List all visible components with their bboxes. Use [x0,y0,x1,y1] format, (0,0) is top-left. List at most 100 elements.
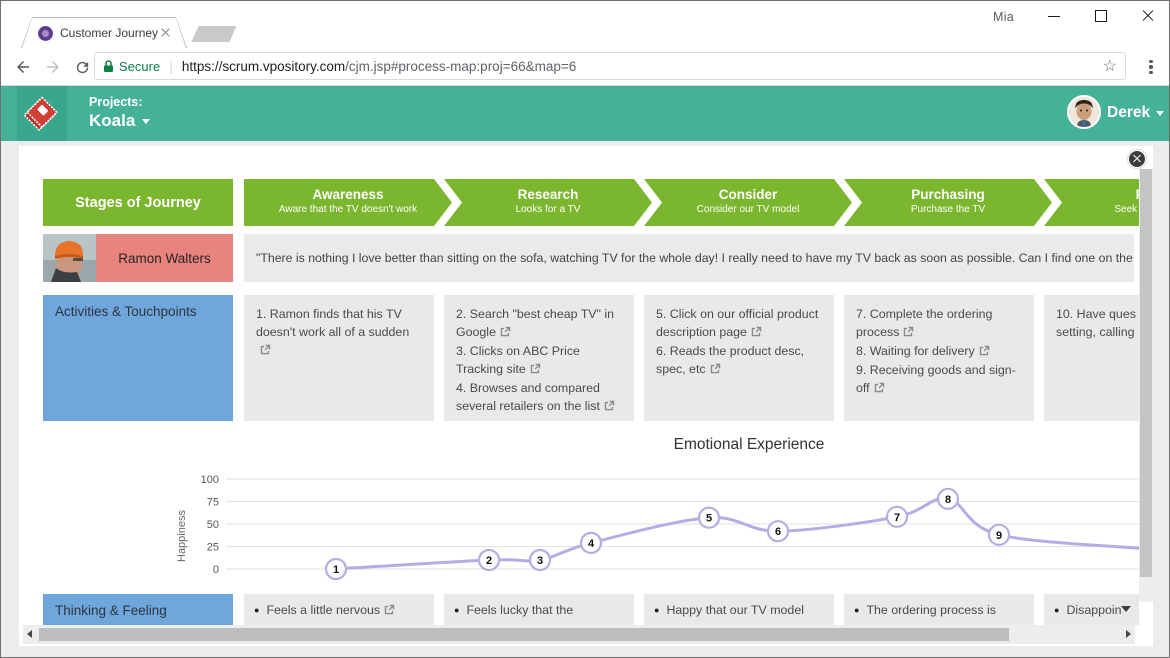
vp-logo[interactable] [17,86,67,141]
jump-to-link-icon[interactable] [384,604,395,618]
activity-item: 3. Clicks on ABC Price Tracking site [456,342,622,379]
svg-text:25: 25 [207,542,219,554]
stage-chevron-5[interactable]: PosSeek help for p [1044,179,1153,226]
user-avatar[interactable] [1067,95,1101,129]
jump-to-link-icon[interactable] [903,324,914,342]
svg-text:1: 1 [333,564,339,576]
activity-item: 1. Ramon finds that his TV doesn't work … [256,305,422,360]
chart-point-1[interactable]: 1 [324,557,348,581]
activity-item: 4. Browses and compared several retailer… [456,379,622,416]
window-minimize-button[interactable] [1034,1,1074,31]
svg-text:0: 0 [213,564,219,576]
svg-text:9: 9 [996,530,1002,542]
forward-arrow-icon [47,61,59,73]
chart-point-6[interactable]: 6 [766,520,790,543]
browser-titlebar: Customer Journey Mappi Mia [1,1,1169,48]
thinking-text: Disappoin [1066,603,1122,617]
chart-point-2[interactable]: 2 [477,548,501,572]
vp-logo-icon [23,95,58,131]
horizontal-scrollbar-thumb[interactable] [39,628,1009,641]
bookmark-star-icon[interactable]: ☆ [1102,58,1117,75]
chevron-down-icon [142,118,151,124]
svg-text:4: 4 [588,538,595,550]
jump-to-link-icon[interactable] [751,324,762,342]
activity-text: 2. Search "best cheap TV" in Google [456,307,615,339]
vertical-scrollbar-thumb[interactable] [1140,169,1152,577]
thinking-text: The ordering process is [866,603,996,617]
stage-subtitle: Consider our TV model [696,204,800,215]
activity-text: 1. Ramon finds that his TV doesn't work … [256,307,410,339]
svg-text:6: 6 [775,526,781,538]
scroll-more-caret-icon[interactable] [1121,606,1131,612]
activity-text: 4. Browses and compared several retailer… [456,381,600,413]
activity-text: 5. Click on our official product descrip… [656,307,819,339]
activities-cell-1[interactable]: 1. Ramon finds that his TV doesn't work … [244,295,434,421]
jump-to-link-icon[interactable] [874,380,885,398]
browser-toolbar: Secure | https://scrum.vpository.com/cjm… [1,48,1169,86]
chart-point-4[interactable]: 4 [579,531,603,555]
app-header-bar: Projects: Koala [1,86,1169,141]
vertical-scrollbar[interactable] [1139,146,1153,625]
window-close-button[interactable] [1128,1,1168,31]
new-tab-button[interactable] [191,26,237,42]
reload-button[interactable] [68,53,96,81]
chart-point-9[interactable]: 9 [987,523,1011,546]
jump-to-link-icon[interactable] [500,324,511,342]
svg-text:8: 8 [945,494,951,506]
window-maximize-button[interactable] [1081,1,1121,31]
jump-to-link-icon[interactable] [710,361,721,379]
chart-point-7[interactable]: 7 [885,505,909,528]
scroll-left-arrow-icon[interactable] [27,630,32,638]
stages-of-journey-header: Stages of Journey [43,179,233,226]
panel-close-button[interactable] [1128,150,1146,168]
back-button[interactable] [9,53,37,81]
jump-to-link-icon[interactable] [604,398,615,416]
svg-text:75: 75 [207,497,219,509]
url-separator: | [169,58,173,74]
minimize-icon [1048,15,1060,17]
horizontal-scrollbar[interactable] [19,625,1153,646]
activity-item: 6. Reads the product desc, spec, etc [656,342,822,379]
chrome-profile-name[interactable]: Mia [993,10,1015,24]
activities-cell-3[interactable]: 5. Click on our official product descrip… [644,295,834,421]
persona-name[interactable]: Ramon Walters [96,234,233,282]
persona-photo[interactable] [43,234,96,282]
tab-close-icon[interactable] [160,27,172,39]
activities-cell-5[interactable]: 10. Have ques setting, calling [1044,295,1153,421]
activity-item: 5. Click on our official product descrip… [656,305,822,342]
chart-point-8[interactable]: 8 [936,487,960,510]
user-menu[interactable]: Derek [1107,104,1165,122]
browser-tab[interactable]: Customer Journey Mappi [21,17,187,48]
activity-text: 7. Complete the ordering process [856,307,993,339]
forward-button[interactable] [39,53,67,81]
jump-to-link-icon[interactable] [260,342,271,360]
thinking-item: Happy that our TV model [654,603,824,617]
svg-text:Happiness: Happiness [176,510,188,562]
jump-to-link-icon[interactable] [530,361,541,379]
activity-text: 10. Have ques setting, calling [1056,307,1136,339]
chart-point-5[interactable]: 5 [697,506,721,529]
persona-photo-image [43,234,96,282]
url-bar[interactable]: Secure | https://scrum.vpository.com/cjm… [94,52,1126,80]
project-selector[interactable]: Koala [89,111,151,131]
stage-title: Pos [1044,186,1153,203]
scroll-right-arrow-icon[interactable] [1126,630,1131,638]
jump-to-link-icon[interactable] [979,343,990,361]
stage-title: Awareness [312,187,384,202]
svg-text:100: 100 [201,474,219,486]
lock-icon [104,59,113,72]
stage-subtitle: Aware that the TV doesn't work [278,204,418,215]
activities-cell-4[interactable]: 7. Complete the ordering process 8. Waiti… [844,295,1034,421]
maximize-icon [1095,10,1107,22]
stage-title: Purchasing [911,187,985,202]
persona-quote[interactable]: "There is nothing I love better than sit… [244,234,1134,282]
browser-menu-icon[interactable] [1144,56,1158,78]
activity-text: 8. Waiting for delivery [856,344,975,358]
chart-point-3[interactable]: 3 [528,548,552,572]
